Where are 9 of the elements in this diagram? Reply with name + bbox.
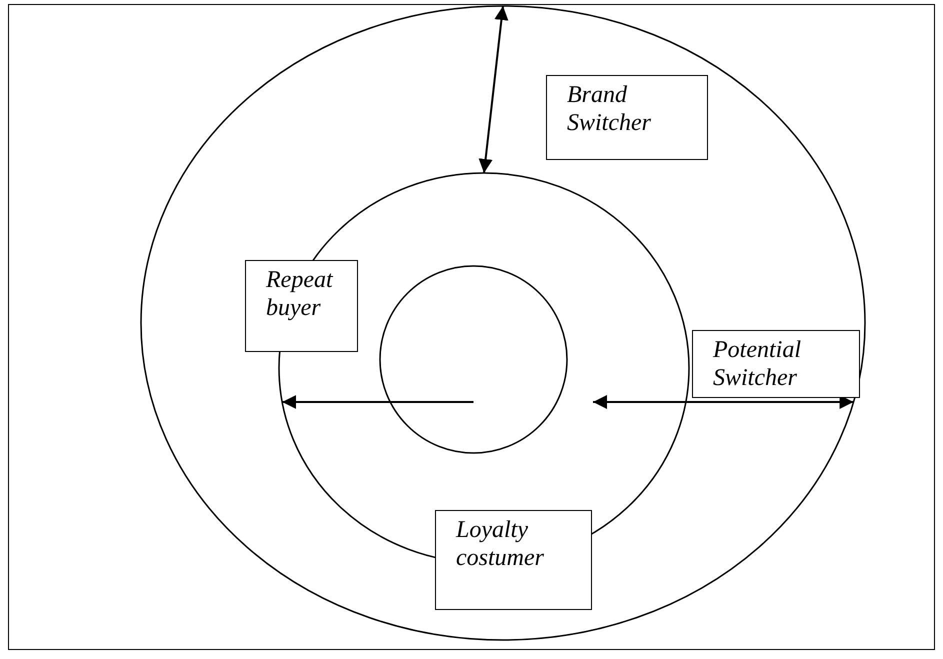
double-arrow bbox=[478, 6, 508, 174]
label-box: Brand Switcher bbox=[546, 75, 708, 160]
label-box: Repeat buyer bbox=[245, 260, 358, 352]
inner-circle bbox=[379, 265, 568, 454]
ellipse-ring bbox=[140, 5, 866, 641]
label-box: Potential Switcher bbox=[692, 330, 860, 398]
label-box: Loyalty costumer bbox=[435, 510, 592, 610]
arrow bbox=[282, 395, 474, 409]
double-arrow bbox=[593, 395, 854, 409]
